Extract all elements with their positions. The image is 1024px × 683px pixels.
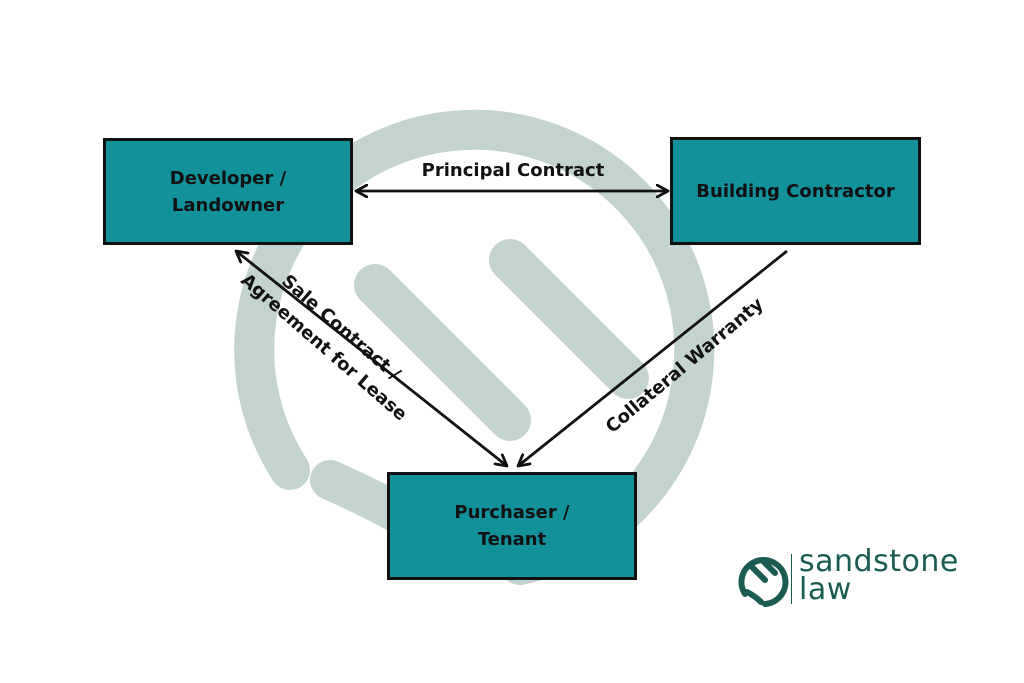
logo-suffix-text: law	[799, 572, 852, 607]
principal-contract-text: Principal Contract	[421, 160, 605, 181]
sandstone-law-logo: sandstone law	[737, 544, 997, 610]
purchaser-box-line-1: Purchaser /	[454, 502, 570, 523]
principal-contract-label: Principal Contract	[403, 158, 623, 184]
logo-wordmark: sandstone law	[799, 544, 959, 607]
purchaser-box-line-2: Tenant	[477, 529, 547, 550]
developer-landowner-box: Developer / Landowner	[103, 138, 353, 245]
developer-box-line-2: Landowner	[171, 194, 285, 216]
purchaser-tenant-box: Purchaser / Tenant	[387, 472, 637, 580]
logo-brand-text: sandstone	[799, 544, 959, 579]
sale-contract-arrow	[236, 251, 507, 466]
sandstone-mark-icon	[738, 557, 789, 607]
developer-box-line-1: Developer /	[169, 167, 287, 189]
logo-divider	[791, 554, 792, 604]
collateral-warranty-arrow	[518, 249, 788, 466]
contractor-box-line-1: Building Contractor	[696, 180, 895, 202]
building-contractor-box: Building Contractor	[670, 137, 921, 245]
